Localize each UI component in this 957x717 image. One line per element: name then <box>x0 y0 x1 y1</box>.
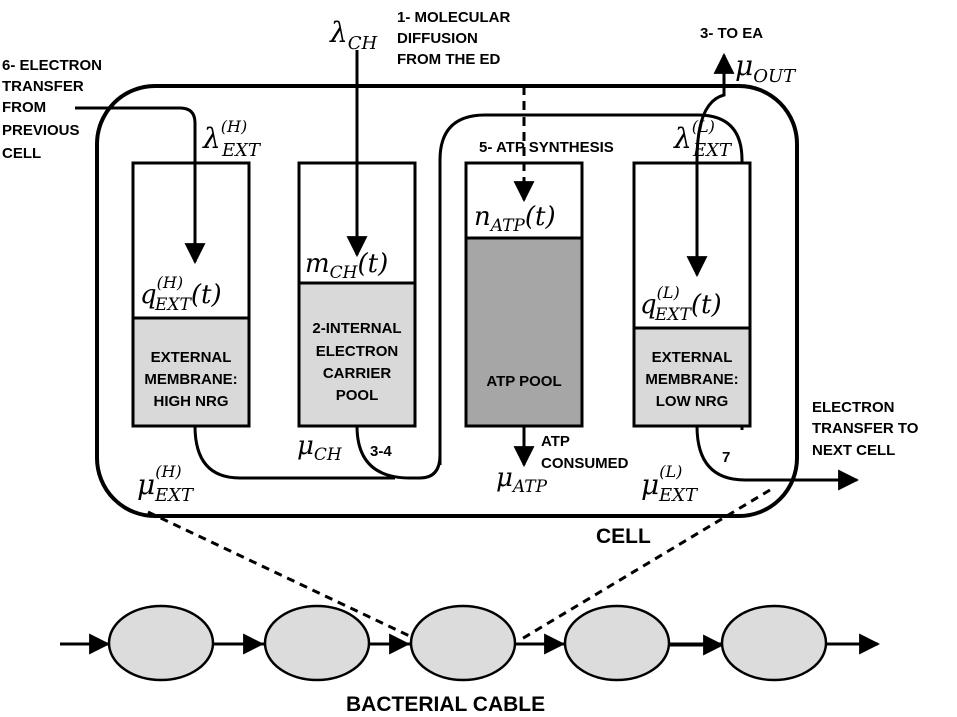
label-bacterial-cable: BACTERIAL CABLE <box>346 693 545 716</box>
math-mu-out: μOUT <box>735 49 797 87</box>
cable-cell-5 <box>720 604 828 682</box>
svg-text:CELL: CELL <box>2 145 41 162</box>
label-step-3-4: 3-4 <box>370 443 392 460</box>
svg-text:EXTERNAL: EXTERNAL <box>151 349 232 366</box>
cable-cell-2 <box>263 604 371 682</box>
svg-text:HIGH NRG: HIGH NRG <box>154 393 229 410</box>
arrow-to-next-cell <box>695 425 860 491</box>
math-m-ch: mCH(t) <box>305 249 388 283</box>
svg-text:TRANSFER TO: TRANSFER TO <box>812 420 919 437</box>
label-electron-transfer-prev: 6- ELECTRON TRANSFER FROM PREVIOUS CELL <box>2 57 102 162</box>
svg-text:NEXT CELL: NEXT CELL <box>812 442 895 459</box>
flow-mu-ch <box>355 425 442 480</box>
inner-compartment <box>438 113 744 465</box>
label-atp-synthesis: 5- ATP SYNTHESIS <box>479 139 614 156</box>
label-box-atp-pool: ATP POOL <box>486 373 561 390</box>
svg-text:ELECTRON: ELECTRON <box>316 343 399 360</box>
math-mu-ch: μCH <box>297 431 343 465</box>
math-lambda-ext-l: λ(L)EXT <box>673 117 733 161</box>
svg-text:ATP POOL: ATP POOL <box>486 373 561 390</box>
arrow-from-previous-cell <box>75 106 206 265</box>
math-mu-atp: μATP <box>496 463 548 497</box>
label-box-internal-pool: 2-INTERNAL ELECTRON CARRIER POOL <box>312 320 401 404</box>
svg-text:ATP: ATP <box>541 433 570 450</box>
cable-cell-3 <box>409 604 517 682</box>
label-box-external-low: EXTERNAL MEMBRANE: LOW NRG <box>645 349 738 410</box>
math-mu-ext-l: μ(L)EXT <box>641 462 699 506</box>
cable-cell-4 <box>563 604 671 682</box>
arrow-to-ea <box>695 52 735 270</box>
svg-text:CARRIER: CARRIER <box>323 365 392 382</box>
label-to-ea: 3- TO EA <box>700 25 763 42</box>
svg-text:ELECTRON: ELECTRON <box>812 399 895 416</box>
svg-text:FROM THE ED: FROM THE ED <box>397 51 500 68</box>
label-box-external-high: EXTERNAL MEMBRANE: HIGH NRG <box>144 349 237 410</box>
svg-text:DIFFUSION: DIFFUSION <box>397 30 478 47</box>
zoom-line-left <box>147 510 419 642</box>
svg-text:PREVIOUS: PREVIOUS <box>2 122 80 139</box>
math-n-atp: nATP(t) <box>474 202 556 236</box>
label-atp-consumed: ATP CONSUMED <box>541 433 629 472</box>
label-step-7: 7 <box>722 449 730 466</box>
svg-text:LOW NRG: LOW NRG <box>656 393 729 410</box>
math-lambda-ext-h: λ(H)EXT <box>202 117 262 161</box>
math-q-ext-l: q(L)EXT(t) <box>640 283 722 325</box>
svg-text:EXTERNAL: EXTERNAL <box>652 349 733 366</box>
svg-text:CONSUMED: CONSUMED <box>541 455 629 472</box>
svg-text:6- ELECTRON: 6- ELECTRON <box>2 57 102 74</box>
math-lambda-ch: λCH <box>329 16 378 54</box>
label-molecular-diffusion: 1- MOLECULAR DIFFUSION FROM THE ED <box>397 9 510 68</box>
zoom-line-right <box>519 488 771 642</box>
svg-text:POOL: POOL <box>336 387 379 404</box>
svg-text:MEMBRANE:: MEMBRANE: <box>144 371 237 388</box>
svg-text:TRANSFER: TRANSFER <box>2 78 84 95</box>
cell-outline <box>95 84 799 518</box>
box-external-high <box>131 161 251 428</box>
label-electron-transfer-next: ELECTRON TRANSFER TO NEXT CELL <box>812 399 919 459</box>
svg-text:1- MOLECULAR: 1- MOLECULAR <box>397 9 510 26</box>
box-atp-pool <box>464 161 584 428</box>
math-q-ext-h: q(H)EXT(t) <box>140 273 222 315</box>
label-cell: CELL <box>596 525 651 548</box>
math-mu-ext-h: μ(H)EXT <box>137 462 195 506</box>
flow-mu-ext-h <box>193 425 395 480</box>
svg-text:FROM: FROM <box>2 99 46 116</box>
svg-text:2-INTERNAL: 2-INTERNAL <box>312 320 401 337</box>
cable-cell-1 <box>107 604 215 682</box>
box-external-low <box>632 161 752 428</box>
svg-text:MEMBRANE:: MEMBRANE: <box>645 371 738 388</box>
